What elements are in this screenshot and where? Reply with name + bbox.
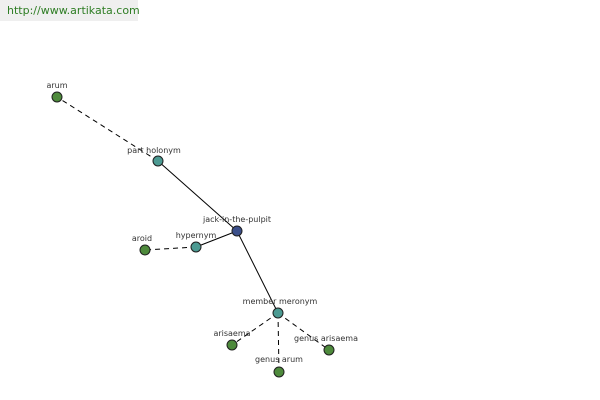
edge-member-meronym-genus-arisaema [277, 312, 330, 351]
node-label-part-holonym[interactable]: part holonym [127, 146, 181, 155]
node-circle-arum[interactable] [51, 91, 63, 103]
edge-center-member-meronym [236, 230, 279, 314]
node-circle-genus-arum[interactable] [273, 366, 285, 378]
node-member-meronym[interactable]: member meronym [243, 297, 318, 319]
node-label-arisaema[interactable]: arisaema [213, 329, 250, 338]
node-label-center[interactable]: jack-in-the-pulpit [202, 215, 271, 224]
node-label-arum[interactable]: arum [46, 81, 67, 90]
node-label-genus-arisaema[interactable]: genus arisaema [294, 334, 358, 343]
node-circle-member-meronym[interactable] [272, 307, 284, 319]
node-circle-arisaema[interactable] [226, 339, 238, 351]
edge-member-meronym-arisaema [231, 312, 279, 346]
node-label-aroid[interactable]: aroid [132, 234, 152, 243]
node-label-member-meronym[interactable]: member meronym [243, 297, 318, 306]
node-circle-aroid[interactable] [139, 244, 151, 256]
node-aroid[interactable]: aroid [132, 234, 152, 256]
node-arisaema[interactable]: arisaema [213, 329, 251, 351]
node-circle-part-holonym[interactable] [152, 155, 164, 167]
edge-hypernym-aroid [144, 246, 197, 251]
node-genus-arisaema[interactable]: genus arisaema [294, 334, 358, 356]
node-hypernym[interactable]: hypernym [176, 231, 217, 253]
edge-member-meronym-genus-arum [277, 312, 280, 373]
site-watermark[interactable]: http://www.artikata.com [0, 0, 140, 21]
node-part-holonym[interactable]: part holonym [127, 146, 181, 167]
node-label-genus-arum[interactable]: genus arum [255, 355, 303, 364]
edge-center-part-holonym [157, 160, 238, 232]
node-arum[interactable]: arum [46, 81, 68, 103]
node-label-hypernym[interactable]: hypernym [176, 231, 217, 240]
edge-center-hypernym [195, 230, 238, 248]
node-circle-genus-arisaema[interactable] [323, 344, 335, 356]
edge-part-holonym-arum [56, 96, 159, 162]
node-circle-center[interactable] [231, 225, 243, 237]
node-genus-arum[interactable]: genus arum [255, 355, 303, 378]
node-circle-hypernym[interactable] [190, 241, 202, 253]
nodes-layer: jack-in-the-pulpit part holonym hypernym me… [46, 81, 358, 378]
edges-layer [56, 96, 330, 373]
node-center[interactable]: jack-in-the-pulpit [202, 215, 271, 237]
